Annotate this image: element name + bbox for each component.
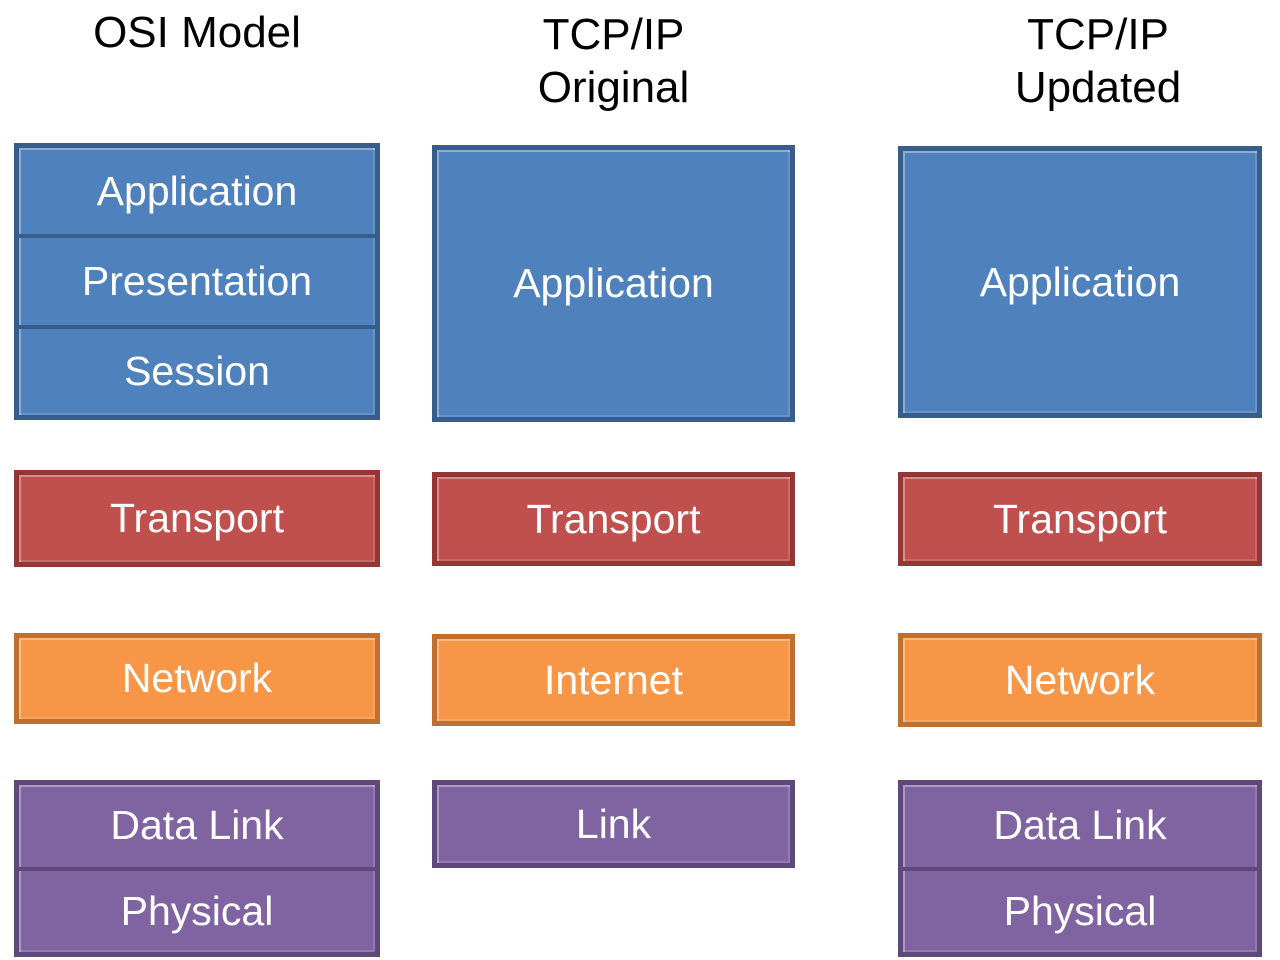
layer-box-transport: Transport [993,495,1167,542]
layer-box-application: Application [513,260,714,306]
column-title-line: Updated [1014,63,1182,112]
column-title-tcpip-original: TCP/IP Original [432,8,795,114]
column-title-osi-model: OSI Model [14,6,380,59]
column-title-line: OSI Model [93,8,301,57]
column-title-tcpip-updated: TCP/IP Updated [916,8,1280,114]
osi-network-group: Network [14,633,380,724]
tcpip-original-internet-group: Internet [432,634,795,726]
layer-box-data-link: Data Link [993,802,1167,849]
layer-box-network: Network [1004,656,1156,703]
layer-box-data-link: Data Link [110,802,284,849]
layer-box-network: Network [121,655,273,701]
layer-box-application: Application [96,167,298,214]
tcpip-updated-network-group: Network [898,633,1262,727]
layer-box-presentation: Presentation [19,234,375,324]
layer-box-link: Link [575,800,652,847]
tcpip-original-application-group: Application [432,145,795,422]
tcpip-updated-lower-layers-group: Data Link Physical [898,780,1262,957]
layer-box-internet: Internet [543,656,684,703]
layer-box-transport: Transport [526,495,701,542]
layer-box-session: Session [19,324,375,415]
column-title-line: TCP/IP [1027,10,1169,59]
osi-upper-layers-group: Application Presentation Session [14,143,380,420]
layer-box-physical: Physical [903,866,1257,953]
tcpip-original-link-group: Link [432,780,795,868]
tcpip-updated-transport-group: Transport [898,472,1262,566]
tcpip-updated-application-group: Application [898,146,1262,418]
column-title-line: Original [537,63,690,112]
osi-lower-layers-group: Data Link Physical [14,780,380,957]
column-title-line: TCP/IP [542,10,685,59]
layer-box-physical: Physical [19,866,375,953]
layer-box-application: Application [979,258,1181,305]
osi-transport-group: Transport [14,470,380,567]
tcpip-original-transport-group: Transport [432,472,795,566]
layer-box-transport: Transport [110,495,284,541]
